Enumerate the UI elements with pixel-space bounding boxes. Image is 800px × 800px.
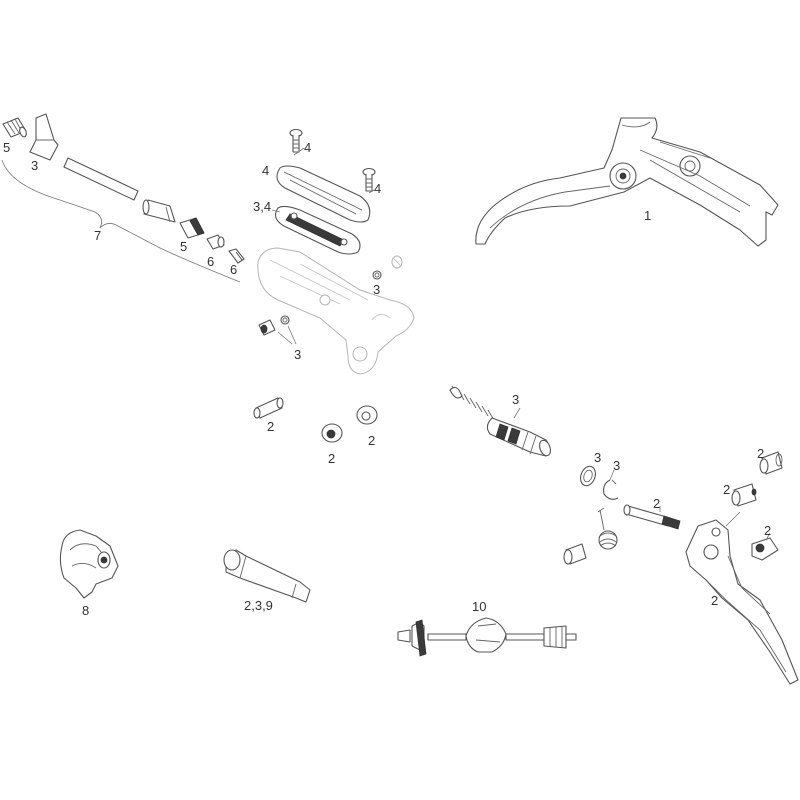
callout-5-ferrule: 5 [180,239,187,254]
callout-3-oring: 3 [373,282,380,297]
callout-3-piston: 3 [512,392,519,407]
callout-2-barrel-top: 2 [757,446,764,461]
compression-olive-part [29,113,59,161]
hose-connector-part [142,199,176,223]
callout-6-bleed: 6 [230,262,237,277]
callout-2-blade: 2 [711,593,718,608]
callout-3-ring: 3 [613,458,620,473]
callout-3-circlip: 3 [594,450,601,465]
reservoir-stack-group [275,128,376,255]
washer-left-part [321,423,343,443]
callout-3-setscrew: 3 [294,347,301,362]
brake-lever-assembly [475,117,779,247]
piston-spring-group [449,385,551,457]
set-screw-part [258,315,297,345]
master-cylinder-body [257,247,415,375]
ferrule-part [179,217,205,239]
sleeve-part [206,234,225,250]
callout-labels: 1 3 5 7 5 6 6 4 4 4 3,4 3 3 3 2 2 2 3 3 … [3,140,771,618]
handlebar-clamp-part [59,529,119,599]
callout-2-washer-right: 2 [368,433,375,448]
callout-5-barb: 5 [3,140,10,155]
callout-2-washer-left: 2 [328,451,335,466]
reservoir-cap-part [276,165,371,223]
reservoir-bladder-part [275,205,361,255]
lever-blade-part [685,511,799,685]
barb-fitting-part [2,117,27,138]
barrel-nut-mid [731,483,757,507]
leader-lines [271,147,771,541]
bleed-screw-part [228,248,245,264]
callout-2-clamp-nut: 2 [764,523,771,538]
cap-screw-right [362,167,376,192]
clamp-nut-part [751,537,779,561]
callout-8: 8 [82,603,89,618]
washer-right-part [356,405,378,425]
circlip-part [580,465,596,487]
hose-part [63,157,139,201]
pivot-pin-part [253,397,284,419]
callout-2-pin: 2 [267,419,274,434]
adjust-spring-part [597,507,618,550]
callout-4-cap: 4 [262,163,269,178]
callout-10: 10 [472,599,486,614]
small-oring-part [372,270,382,280]
cap-screw-top [289,128,303,153]
adjust-screw-part [623,504,681,530]
callout-3-4-bladder: 3,4 [253,199,271,214]
callout-7: 7 [94,228,101,243]
callout-2-3-9: 2,3,9 [244,598,273,613]
bleed-adapter-part [223,549,311,603]
bushing-part [563,543,587,565]
callout-1: 1 [644,208,651,223]
hose-kit-brace [1,159,241,283]
callout-2-barrel-mid: 2 [723,482,730,497]
axle-assembly-part [397,617,577,657]
callout-4-screw-right: 4 [374,181,381,196]
retaining-ring-part [603,479,619,500]
hose-kit-group [1,113,245,283]
callout-6-sleeve: 6 [207,254,214,269]
callout-2-screw: 2 [653,496,660,511]
callout-3-olive: 3 [31,158,38,173]
callout-4-screw-top: 4 [304,140,311,155]
barrel-nut-top [759,451,783,475]
